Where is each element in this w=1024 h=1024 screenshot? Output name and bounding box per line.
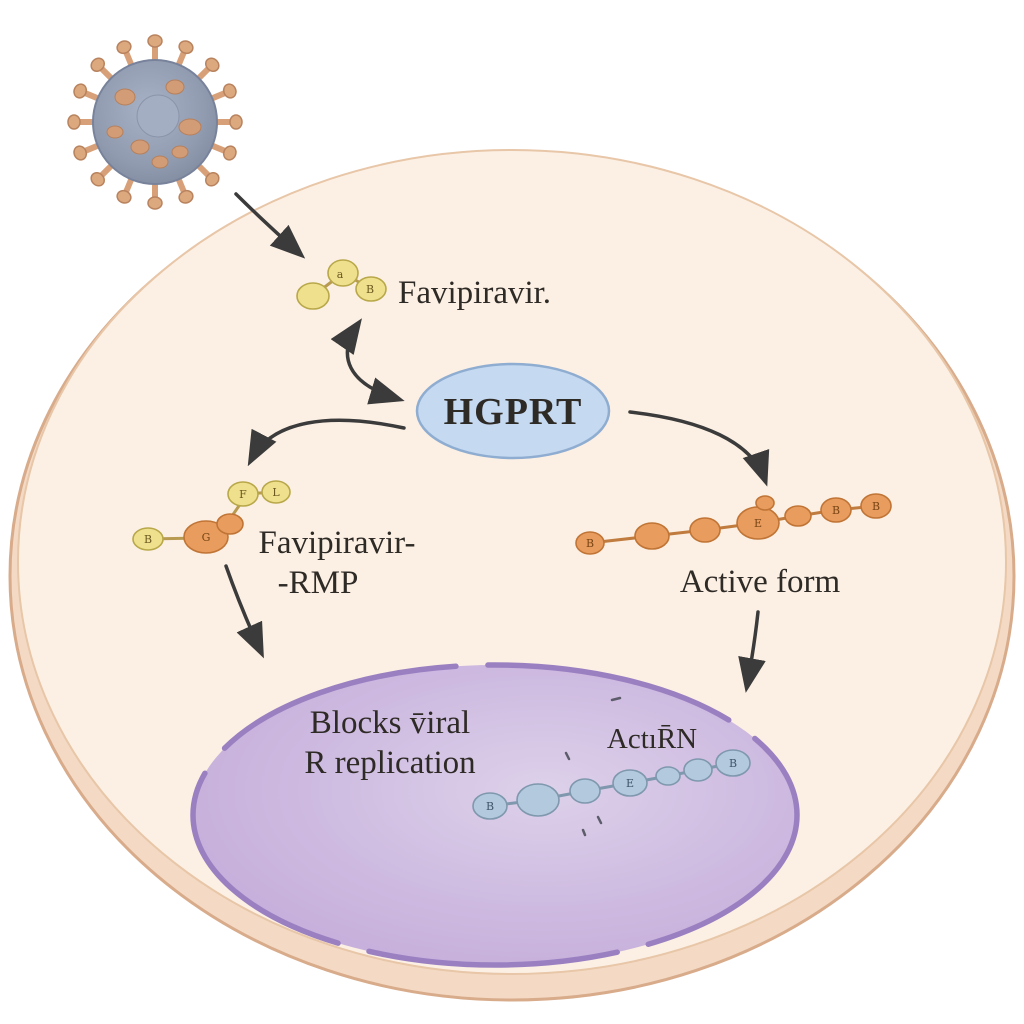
favipiravir-rmp-label: Favipiravir- -RMP [259, 525, 416, 601]
virus-core-highlight [136, 94, 180, 138]
favipiravir-rmp-label-line2: -RMP [278, 565, 359, 601]
viral-rna-molecule: B E B [472, 749, 751, 820]
atom-label: L [272, 486, 280, 499]
atom-label: a [337, 268, 344, 281]
atom-label: F [239, 488, 247, 501]
blocks-label-line1: Blocks v̄iral [310, 705, 470, 741]
hgprt-ellipse [415, 362, 611, 460]
arrow-favipiravir-hgprt-double [330, 318, 405, 405]
favipiravir-rmp-molecule: B G F L [132, 480, 291, 554]
favipiravir-molecule: a B [296, 259, 387, 310]
hgprt-label: HGPRT [444, 391, 583, 433]
favipiravir-rmp-label-line1: Favipiravir- [259, 525, 416, 561]
atom-label: B [729, 757, 737, 770]
arrow-rmp-to-nucleus [224, 564, 264, 659]
atom-label: B [832, 504, 840, 517]
atom-label: E [626, 777, 634, 790]
hgprt-enzyme: HGPRT [415, 362, 611, 460]
virus [68, 35, 242, 209]
blocks-viral-replication-label: Blocks v̄iral R replication [304, 705, 475, 781]
arrow-virus-to-favipiravir [234, 192, 306, 259]
atom-label: G [202, 531, 211, 544]
nucleus-rna-label: ActıR̄N [607, 723, 697, 755]
arrow-hgprt-to-rmp [247, 418, 406, 467]
atom-label: B [872, 500, 880, 513]
arrow-active-form-to-nucleus [738, 610, 766, 693]
atom-label: B [366, 283, 374, 296]
active-form-molecule: B E B B [575, 493, 892, 555]
nucleus-envelope [190, 662, 800, 968]
atom-label: B [586, 537, 594, 550]
blocks-label-line2: R replication [304, 745, 475, 781]
favipiravir-label: Favipiravir. [398, 275, 551, 311]
ink-specks [564, 696, 622, 837]
atom-label: B [144, 533, 152, 546]
active-form-label: Active form [680, 564, 841, 600]
arrow-hgprt-to-active-form [628, 410, 770, 487]
atom-label: B [486, 800, 494, 813]
virus-surface-spots [106, 79, 202, 169]
atom-label: E [754, 517, 762, 530]
